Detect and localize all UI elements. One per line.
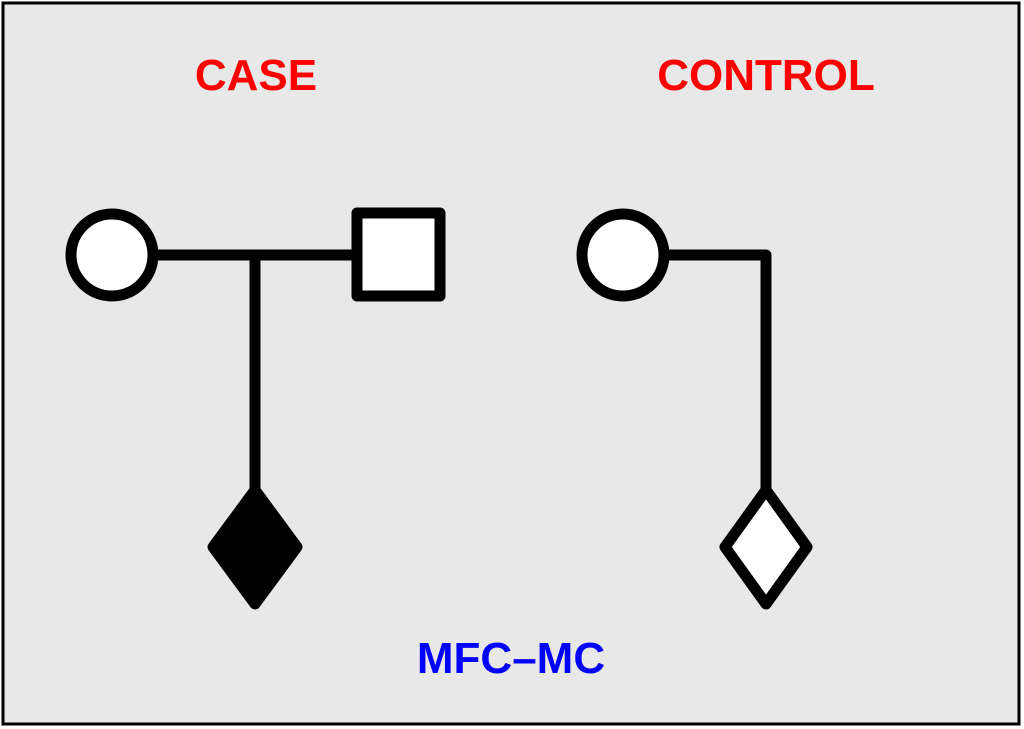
footer-label: MFC–MC [417,634,605,683]
control-mother-circle [576,208,670,302]
control-descent-line [665,249,772,490]
case-label: CASE [195,51,317,100]
case-child-diamond-affected [207,484,303,610]
case-mother-circle [65,208,159,302]
case-pedigree [65,207,446,610]
control-label: CONTROL [657,51,875,100]
control-child-diamond-unaffected [719,484,813,610]
control-pedigree [576,208,813,610]
case-father-square [351,207,446,302]
